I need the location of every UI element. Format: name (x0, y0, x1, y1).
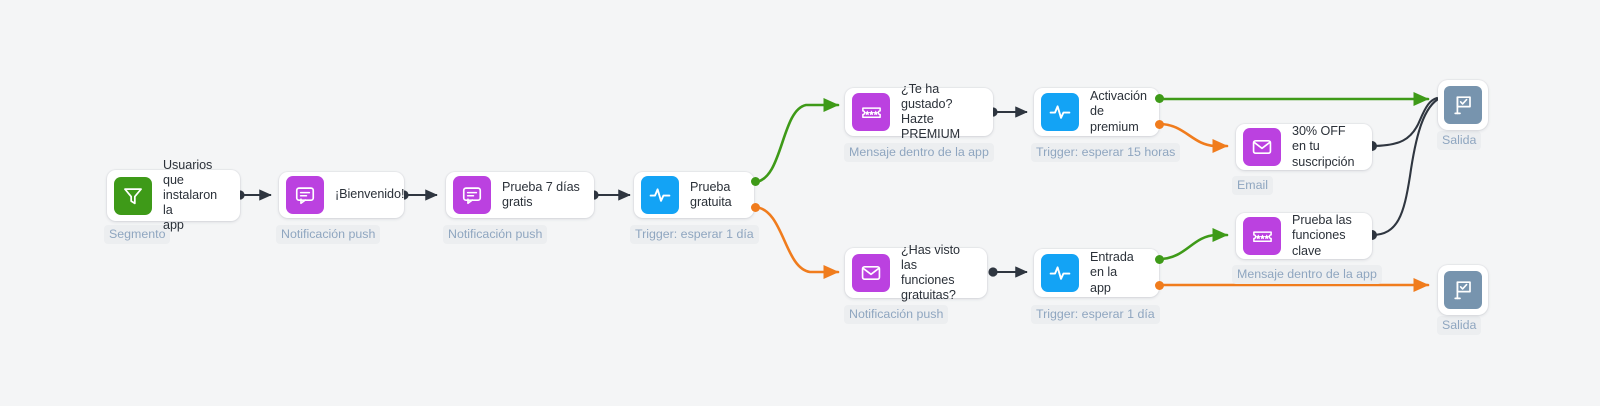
node-exit-bottom[interactable] (1438, 265, 1488, 315)
node-title: Prueba gratuita (690, 179, 732, 209)
node-welcome[interactable]: ¡Bienvenido! (279, 172, 404, 218)
flag-check-icon (1444, 271, 1482, 309)
caption-liked-premium: Mensaje dentro de la app (844, 143, 994, 162)
caption-welcome: Notificación push (276, 225, 381, 244)
connector-trial-freetrigger (589, 189, 631, 201)
node-title: 30% OFF en tu suscripción (1292, 124, 1355, 169)
chat-bubble-icon (453, 176, 491, 214)
caption-try-key-features: Mensaje dentro de la app (1232, 265, 1382, 284)
connector-likedpremium-premiumtrigger (988, 106, 1028, 118)
connector-trykeyfeatures-exittop (1367, 96, 1442, 240)
caption-premium-activation-trigger: Trigger: esperar 15 horas (1031, 143, 1181, 162)
caption-seen-free-features: Notificación push (844, 305, 949, 324)
node-premium-activation-trigger[interactable]: Activación de premium (1034, 88, 1159, 136)
node-segment[interactable]: Usuarios que instalaron la app (107, 158, 240, 232)
caption-trial-7-days: Notificación push (443, 225, 548, 244)
node-exit-top[interactable] (1438, 80, 1488, 130)
chat-bubble-icon (286, 176, 324, 214)
node-title: Prueba las funciones clave (1292, 213, 1352, 258)
flag-check-icon (1444, 86, 1482, 124)
caption-free-trial-trigger: Trigger: esperar 1 día (630, 225, 759, 244)
node-title: Entrada en la app (1090, 250, 1134, 295)
caption-exit-top: Salida (1437, 131, 1482, 150)
caption-discount-email: Email (1232, 176, 1273, 195)
connector-freetrigger-likedpremium (753, 97, 840, 184)
node-liked-premium[interactable]: ¿Te ha gustado? Hazte PREMIUM (845, 82, 993, 141)
port-premium-no[interactable] (1155, 120, 1164, 129)
connector-welcome-trial (399, 189, 438, 201)
pulse-icon (1041, 93, 1079, 131)
port-app-entry-yes[interactable] (1155, 255, 1164, 264)
ticket-icon (852, 93, 890, 131)
port-free-trial-yes[interactable] (751, 177, 760, 186)
port-app-entry-no[interactable] (1155, 281, 1164, 290)
node-title: Prueba 7 días gratis (502, 179, 580, 209)
connector-segment-welcome (235, 189, 272, 201)
envelope-icon (1243, 128, 1281, 166)
envelope-icon (852, 254, 890, 292)
node-try-key-features[interactable]: Prueba las funciones clave (1236, 213, 1372, 259)
node-free-trial-trigger[interactable]: Prueba gratuita (634, 172, 754, 218)
node-title: ¿Has visto las funciones gratuitas? (901, 242, 960, 303)
pulse-icon (1041, 254, 1079, 292)
node-discount-email[interactable]: 30% OFF en tu suscripción (1236, 124, 1372, 170)
node-app-entry-trigger[interactable]: Entrada en la app (1034, 249, 1159, 297)
node-title: Usuarios que instalaron la app (163, 157, 218, 233)
node-trial-7-days[interactable]: Prueba 7 días gratis (446, 172, 594, 218)
node-title: Activación de premium (1090, 89, 1147, 134)
funnel-icon (114, 176, 152, 215)
pulse-icon (641, 176, 679, 214)
port-free-trial-no[interactable] (751, 203, 760, 212)
port-premium-yes[interactable] (1155, 94, 1164, 103)
node-seen-free-features[interactable]: ¿Has visto las funciones gratuitas? (845, 243, 987, 302)
caption-exit-bottom: Salida (1437, 316, 1482, 335)
caption-segment: Segmento (104, 225, 171, 244)
node-title: ¿Te ha gustado? Hazte PREMIUM (901, 81, 961, 142)
node-title: ¡Bienvenido! (335, 187, 405, 202)
connector-appentry-trykeyfeatures (1157, 227, 1229, 261)
caption-app-entry-trigger: Trigger: esperar 1 día (1031, 305, 1160, 324)
connector-freetrigger-seenfeatures (753, 205, 840, 280)
ticket-icon (1243, 217, 1281, 255)
connector-seenfeatures-appentry (988, 266, 1028, 278)
connector-discount-exittop (1367, 96, 1439, 151)
